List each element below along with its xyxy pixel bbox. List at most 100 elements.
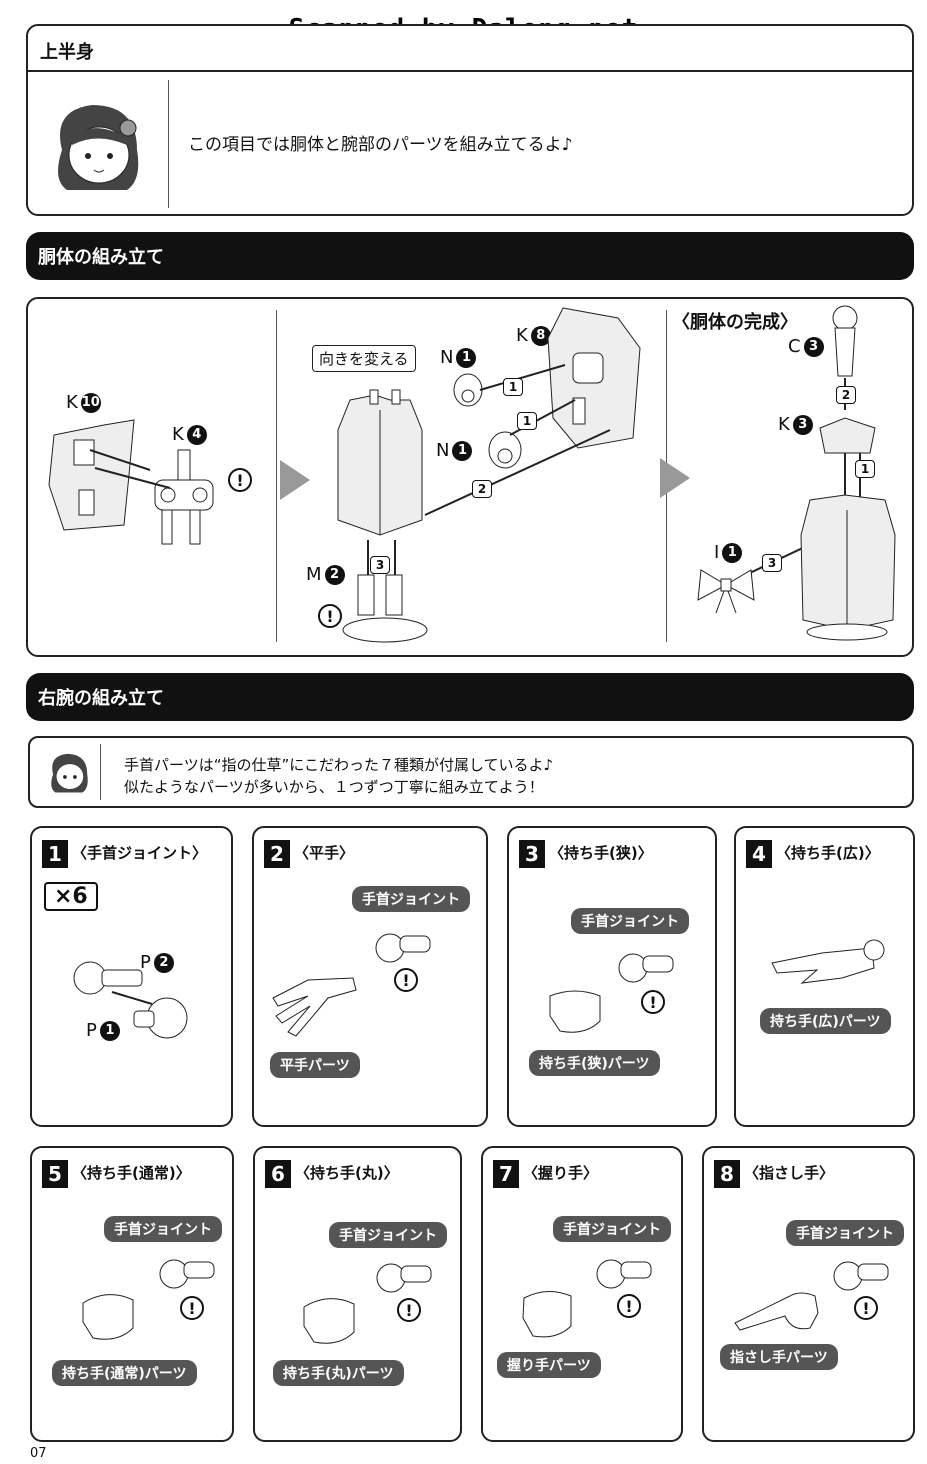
joint-illustration <box>159 1259 215 1289</box>
step-number: 6 <box>265 1160 291 1188</box>
step-title: 〈平手〉 <box>294 844 355 862</box>
step-cell-2: 2 〈平手〉 手首ジョイント ! 平手パーツ <box>252 826 488 1127</box>
torso-back-part-illustration <box>48 419 135 531</box>
grip-hand-narrow-illustration <box>549 990 601 1033</box>
grip-hand-wide-illustration <box>771 939 885 984</box>
joint-pill: 手首ジョイント <box>571 908 689 934</box>
step-cell-6: 6 〈持ち手(丸)〉 手首ジョイント ! 持ち手(丸)パーツ <box>253 1146 462 1442</box>
fist-hand-illustration <box>522 1291 572 1338</box>
joint-illustration <box>596 1259 652 1289</box>
seq-3-badge: 3 <box>370 556 390 574</box>
ribbon-i1-illustration <box>697 569 755 614</box>
joint-pill: 手首ジョイント <box>786 1220 904 1246</box>
flow-arrow-icon <box>280 460 310 500</box>
seq-3-badge: 3 <box>762 554 782 572</box>
wrist-joint-illustration <box>73 961 188 1039</box>
seq-1-badge: 1 <box>503 378 523 396</box>
n-ring-illustration <box>453 373 522 469</box>
warning-icon: ! <box>617 1294 641 1318</box>
step-title: 〈持ち手(広)〉 <box>776 844 880 862</box>
step-cell-4: 4 〈持ち手(広)〉 持ち手(広)パーツ <box>734 826 915 1127</box>
joint-illustration <box>833 1261 889 1291</box>
warning-icon: ! <box>641 990 665 1014</box>
joint-illustration <box>376 1263 432 1293</box>
grip-hand-normal-illustration <box>82 1294 134 1340</box>
torso-section-bar: 胴体の組み立て <box>26 232 914 280</box>
pointing-hand-illustration <box>734 1292 819 1331</box>
arm-section-bar: 右腕の組み立て <box>26 673 914 721</box>
warning-icon: ! <box>397 1298 421 1322</box>
step-title: 〈手首ジョイント〉 <box>72 844 208 862</box>
joint-pill: 手首ジョイント <box>104 1216 222 1242</box>
arm-note-box <box>28 736 914 808</box>
part-pill: 指さし手パーツ <box>720 1344 838 1370</box>
part-pill: 握り手パーツ <box>497 1352 601 1378</box>
upper-body-divider <box>168 80 169 208</box>
warning-icon: ! <box>854 1296 878 1320</box>
step-number: 8 <box>714 1160 740 1188</box>
step-cell-3: 3 〈持ち手(狭)〉 手首ジョイント ! 持ち手(狭)パーツ <box>507 826 717 1127</box>
upper-body-intro: この項目では胴体と腕部のパーツを組み立てるよ♪ <box>188 135 573 155</box>
collar-k3-illustration <box>819 417 876 454</box>
step-cell-8: 8 〈指さし手〉 手首ジョイント ! 指さし手パーツ <box>702 1146 915 1442</box>
flow-arrow-icon <box>660 458 690 498</box>
step-title: 〈握り手〉 <box>523 1164 599 1182</box>
step-number: 7 <box>493 1160 519 1188</box>
step-number: 1 <box>42 840 68 868</box>
step-number: 4 <box>746 840 772 868</box>
upper-body-box <box>26 24 914 216</box>
torso-vest-illustration <box>337 389 423 536</box>
seq-1b-badge: 1 <box>517 412 537 430</box>
part-pill: 持ち手(丸)パーツ <box>273 1360 404 1386</box>
torso-complete-title: 〈胴体の完成〉 <box>672 312 798 333</box>
part-pill: 持ち手(狭)パーツ <box>529 1050 660 1076</box>
mascot-small-illustration <box>51 753 88 793</box>
page-number: 07 <box>30 1446 47 1461</box>
joint-illustration <box>375 933 431 963</box>
part-pill: 持ち手(通常)パーツ <box>52 1360 197 1386</box>
grip-hand-round-illustration <box>303 1298 355 1344</box>
seq-1-badge: 1 <box>855 460 875 478</box>
seq-2-badge: 2 <box>472 480 492 498</box>
joint-illustration <box>618 953 674 983</box>
step-title: 〈持ち手(通常)〉 <box>72 1164 191 1182</box>
warning-icon: ! <box>394 968 418 992</box>
arm-note-line2: 似たようなパーツが多いから、１つずつ丁寧に組み立てよう！ <box>124 778 544 796</box>
step-number: 3 <box>519 840 545 868</box>
upper-body-title-rule <box>28 70 912 72</box>
warning-icon: ! <box>180 1296 204 1320</box>
step-title: 〈指さし手〉 <box>744 1164 835 1182</box>
shoulder-k8-illustration <box>547 307 641 449</box>
stand-base-illustration <box>342 574 428 643</box>
step-cell-5: 5 〈持ち手(通常)〉 手首ジョイント ! 持ち手(通常)パーツ <box>30 1146 234 1442</box>
joint-pill: 手首ジョイント <box>352 886 470 912</box>
neck-c3-illustration <box>832 305 858 377</box>
completed-torso-illustration <box>800 494 896 641</box>
step-title: 〈持ち手(狭)〉 <box>549 844 653 862</box>
step-number: 2 <box>264 840 290 868</box>
seq-2-badge: 2 <box>836 386 856 404</box>
upper-body-title: 上半身 <box>40 42 94 63</box>
part-pill: 持ち手(広)パーツ <box>760 1008 891 1034</box>
step-title: 〈持ち手(丸)〉 <box>295 1164 399 1182</box>
warning-icon: ! <box>228 468 252 492</box>
joint-pill: 手首ジョイント <box>553 1216 671 1242</box>
joint-pill: 手首ジョイント <box>329 1222 447 1248</box>
quantity-label: ×6 <box>44 882 98 911</box>
arm-note-line1: 手首パーツは“指の仕草”にこだわった７種類が付属しているよ♪ <box>124 756 554 774</box>
step-cell-7: 7 〈握り手〉 手首ジョイント ! 握り手パーツ <box>481 1146 683 1442</box>
turn-note: 向きを変える <box>312 345 416 372</box>
warning-icon: ! <box>318 604 342 628</box>
torso-divider-1 <box>276 310 277 642</box>
